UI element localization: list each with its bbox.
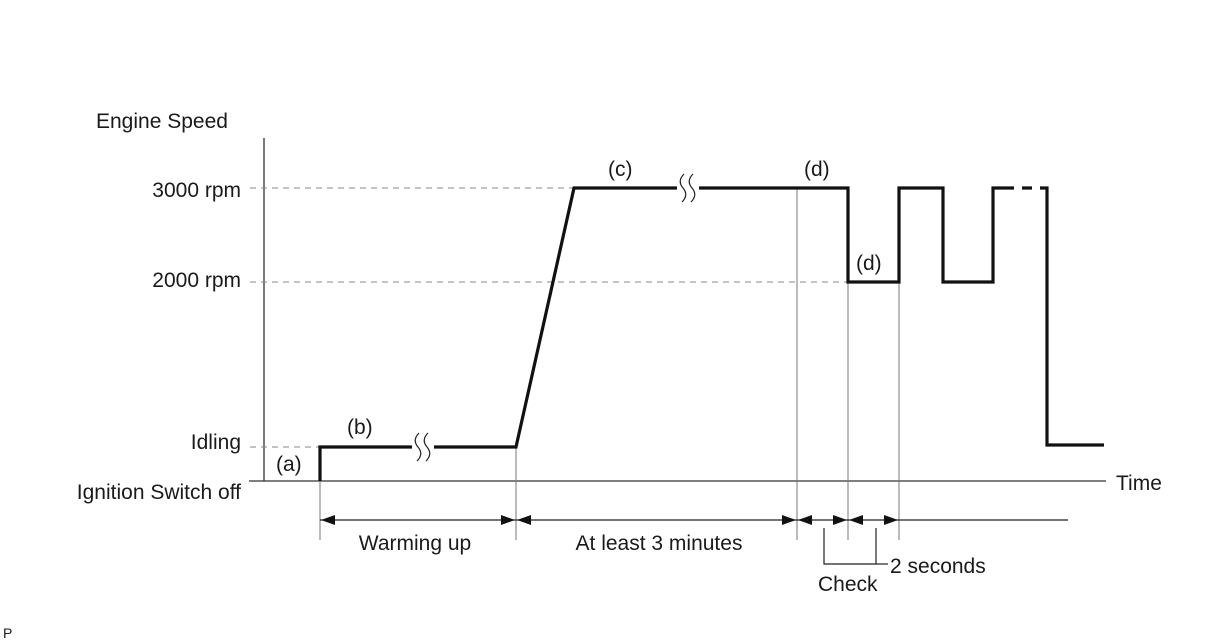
engine-speed-curve: [318, 186, 1004, 481]
interval-label-at-least-3-minutes: At least 3 minutes: [576, 532, 743, 555]
level-label-idling: Idling: [191, 431, 241, 454]
point-label-c: (c): [608, 158, 633, 181]
interval-label-two-seconds: 2 seconds: [890, 555, 986, 578]
dimension-arrows: [321, 515, 898, 525]
check-bracket: [823, 528, 877, 565]
interval-label-warming-up: Warming up: [359, 532, 471, 555]
level-label-3000rpm: 3000 rpm: [152, 179, 241, 202]
break-mark-c: [677, 173, 699, 203]
level-label-2000rpm: 2000 rpm: [152, 269, 241, 292]
interval-label-check: Check: [818, 573, 878, 596]
y-axis-title: Engine Speed: [96, 110, 228, 133]
level-label-ignition-off: Ignition Switch off: [77, 481, 241, 504]
x-axis-title: Time: [1116, 472, 1162, 495]
break-mark-b: [412, 432, 434, 462]
point-label-a: (a): [276, 453, 302, 476]
corner-mark: P: [3, 625, 12, 641]
point-label-d-upper: (d): [804, 158, 830, 181]
point-label-d-lower: (d): [856, 252, 882, 275]
engine-speed-curve-end: [1040, 186, 1104, 447]
point-label-b: (b): [347, 416, 373, 439]
